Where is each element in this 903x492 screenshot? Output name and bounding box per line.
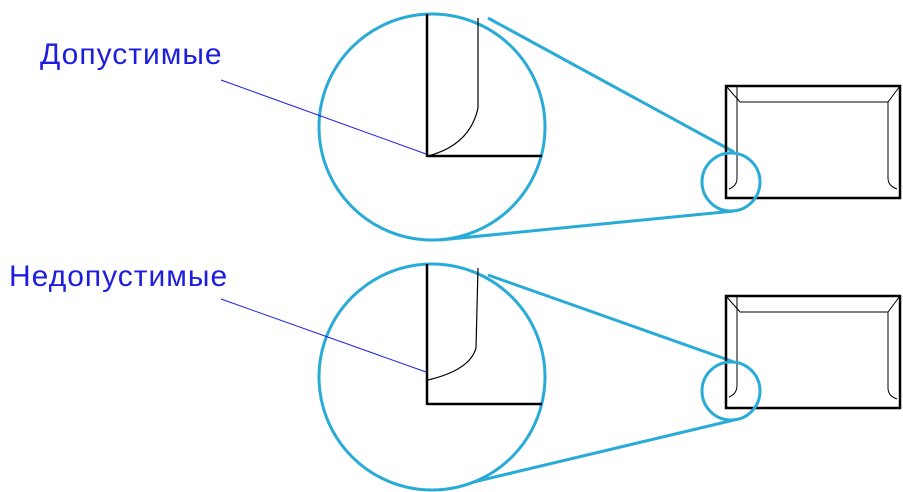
callout-line-top	[487, 273, 735, 364]
leader-line-acceptable	[220, 79, 427, 155]
acceptable-example	[220, 12, 902, 242]
magnified-corner-acceptable	[425, 14, 542, 158]
label-unacceptable: Недопустимые	[9, 260, 229, 293]
envelope-corner-magnifier	[700, 360, 762, 422]
callout-line-bottom	[439, 418, 735, 492]
magnifier-circle	[317, 12, 547, 242]
label-acceptable: Допустимые	[40, 38, 223, 71]
envelope-icon	[724, 84, 902, 200]
envelope-icon	[724, 294, 902, 410]
envelope-corner-magnifier	[700, 151, 762, 213]
callout-line-top	[487, 16, 735, 154]
magnified-corner-unacceptable	[425, 264, 542, 406]
callout-line-bottom	[439, 209, 735, 242]
leader-line-unacceptable	[220, 298, 427, 373]
unacceptable-example	[220, 262, 902, 492]
magnifier-circle	[317, 262, 547, 492]
